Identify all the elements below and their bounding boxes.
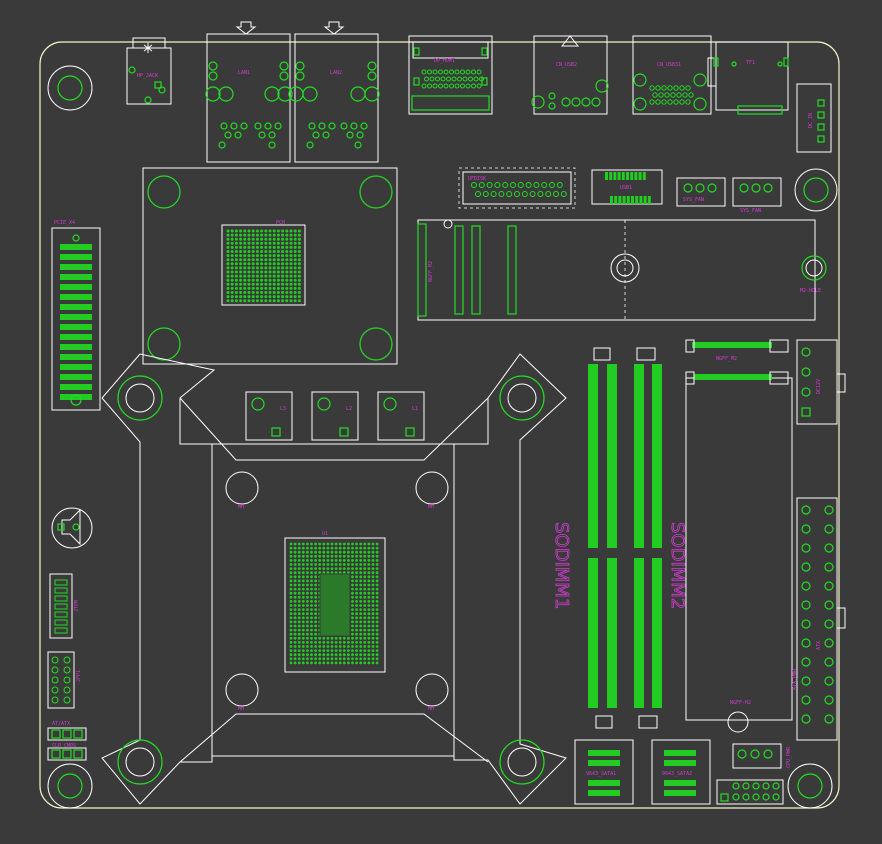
dc-in-label: DC_IN <box>808 113 814 128</box>
ngff-m2-slot-right: NGFF_M2 NGFF-H2 <box>685 339 793 733</box>
dp-hdmi-label: DP_HDMI <box>434 58 455 64</box>
mh-label-bl: MH <box>238 706 244 712</box>
mounting-hole-top-left <box>47 65 93 111</box>
sata1-label: 9643_SATA1 <box>586 771 616 777</box>
pch-module: PCH <box>142 167 398 365</box>
mounting-hole-bottom-right <box>787 763 833 809</box>
dc12v-label: DC12V <box>816 379 822 394</box>
lan2-label: LAN2 <box>330 70 342 76</box>
cn-usb2-label: CN_USB2 <box>556 62 577 68</box>
pcie-label: PCIE_X4 <box>54 220 75 226</box>
buzzer-icon <box>51 507 93 549</box>
sata2-label: 9643_SATA2 <box>662 771 692 777</box>
mh-label-br: MH <box>428 706 434 712</box>
cn-usb31-label: CN_USB31 <box>657 62 681 68</box>
mounting-hole-bottom-left <box>47 763 93 809</box>
board-outline <box>39 41 840 809</box>
hp-jack-connector: HP_JACK <box>126 37 172 105</box>
sata2-connector: 9643_SATA2 <box>651 739 711 805</box>
usb1-label: USB1 <box>620 185 632 191</box>
jfp-header: JFP1 <box>47 651 82 709</box>
usb1-header: USB1 <box>591 169 663 205</box>
lan1-connector: LAN1 <box>205 21 293 163</box>
cpu-fan-header: SYS_FAN <box>732 177 782 214</box>
cn-usb31-connector: CN_USB31 <box>632 35 712 115</box>
inductor-l2: L2 <box>311 391 359 441</box>
l3-label: L3 <box>280 406 286 412</box>
atx-label: ATX <box>816 641 822 650</box>
atx-pwr-label: ATX_PWR <box>792 668 798 690</box>
dc-in-connector: DC_IN <box>796 83 832 153</box>
sodimm1-label: SODIMM1 <box>551 522 572 609</box>
pch-label: PCH <box>276 220 285 226</box>
ufdisk-label: UFDISK <box>468 176 486 182</box>
ngff2-label: NGFF_M2 <box>428 261 434 282</box>
at-atx-label: AT/ATX <box>52 721 70 727</box>
ngff-m2-slot-top: M2-HOLE NGFF_M2 <box>417 219 827 321</box>
mounting-hole-right-mid <box>794 168 838 212</box>
l1-label: L1 <box>412 406 418 412</box>
mh-label-tr: MH <box>428 504 434 510</box>
atx-connector: ATX ATX_PWR <box>792 497 846 741</box>
dc12v-connector: DC12V <box>796 339 846 425</box>
sodimm2-label: SODIMM2 <box>667 522 688 609</box>
dp-hdmi-connector: DP_HDMI <box>408 35 493 115</box>
sys-fan-header: SYS_FAN <box>676 177 726 207</box>
cpu-socket: U1 <box>284 531 386 673</box>
cpu-label: U1 <box>322 531 328 537</box>
tf-card-connector: TF1 <box>707 41 789 115</box>
sata1-connector: 9643_SATA1 <box>574 739 634 805</box>
jtpm-label: JTPM <box>74 600 80 612</box>
pcie-x4-slot: PCIE_X4 <box>51 220 101 411</box>
at-atx-jumper: AT/ATX <box>47 721 87 741</box>
clr-cmos-jumper: CLR_CMOS <box>47 743 87 761</box>
com-header <box>716 779 784 805</box>
inductor-l1: L1 <box>377 391 425 441</box>
cpu-cooler-bracket: MH MH MH MH <box>101 353 567 805</box>
cpu-pwr-label: CPU_PWR <box>786 746 792 768</box>
l2-label: L2 <box>346 406 352 412</box>
cpu-fan-label: SYS_FAN <box>740 208 761 214</box>
cpu-pwr-header: CPU_PWR <box>732 743 792 769</box>
clr-cmos-label: CLR_CMOS <box>52 743 76 749</box>
mh-label-tl: MH <box>238 504 244 510</box>
sodimm-slots: SODIMM1 SODIMM2 <box>551 347 688 729</box>
tf-label: TF1 <box>746 60 755 66</box>
cn-usb2-connector: CN_USB2 <box>531 35 609 115</box>
lan1-label: LAN1 <box>238 70 250 76</box>
ngff-hole-label: NGFF-H2 <box>730 700 751 706</box>
ngff1-label: NGFF_M2 <box>716 356 737 362</box>
ufdisk-connector: UFDISK <box>458 167 576 209</box>
hp-jack-label: HP_JACK <box>137 73 158 79</box>
inductor-l3: L3 <box>245 391 293 441</box>
sys-fan-label: SYS_FAN <box>683 197 704 203</box>
lan2-connector: LAN2 <box>288 21 380 163</box>
jfp-label: JFP1 <box>76 670 82 682</box>
jtpm-header: JTPM <box>49 573 80 639</box>
m2-hole-label: M2-HOLE <box>800 288 821 294</box>
